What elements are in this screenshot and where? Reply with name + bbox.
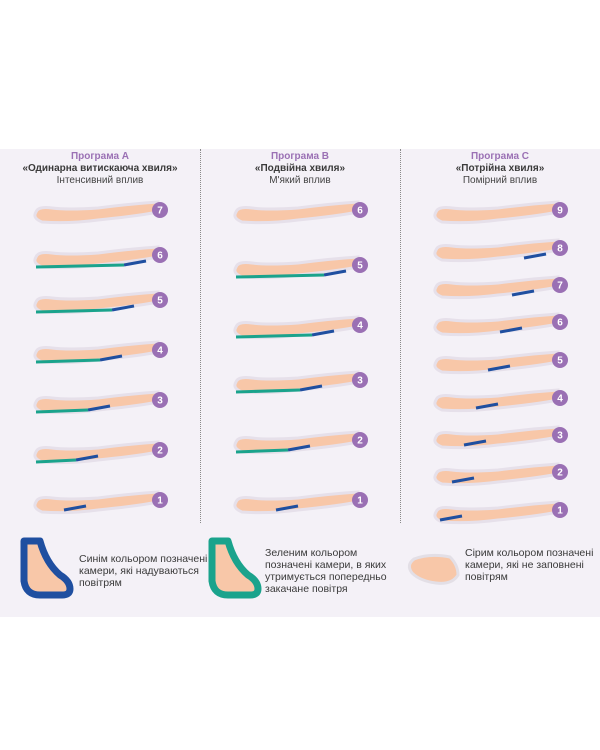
legend-blue-text: Синім кольором позначені камери, які над… xyxy=(79,553,208,589)
legend: Синім кольором позначені камери, які над… xyxy=(0,523,600,617)
green-chamber-icon xyxy=(208,537,262,599)
program-b-mode: «Подвійна хвиля» xyxy=(254,163,346,174)
program-a-header: Програма A «Одинарна витискаюча хвиля» І… xyxy=(2,151,198,187)
program-a-label: Програма A xyxy=(70,151,130,162)
program-c-mode: «Потрійна хвиля» xyxy=(455,163,545,174)
blue-chamber-icon xyxy=(20,537,74,599)
program-a-intensity: Інтенсивний вплив xyxy=(56,175,144,186)
legend-icons xyxy=(20,537,460,599)
program-b-intensity: М'який вплив xyxy=(269,175,331,186)
program-c-intensity: Помірний вплив xyxy=(462,175,538,186)
legend-green-text: Зеленим кольором позначені камери, в яки… xyxy=(265,547,387,595)
program-c-header: Програма C «Потрійна хвиля» Помірний впл… xyxy=(402,151,598,187)
program-b-label: Програма B xyxy=(270,151,330,162)
program-b-header: Програма B «Подвійна хвиля» М'який вплив xyxy=(202,151,398,187)
legend-gray-text: Сірим кольором позначені камери, які не … xyxy=(465,547,594,583)
gray-chamber-icon xyxy=(407,553,460,585)
column-divider xyxy=(200,149,201,523)
column-divider xyxy=(400,149,401,523)
program-c-label: Програма C xyxy=(470,151,530,162)
program-a-mode: «Одинарна витискаюча хвиля» xyxy=(22,163,178,174)
